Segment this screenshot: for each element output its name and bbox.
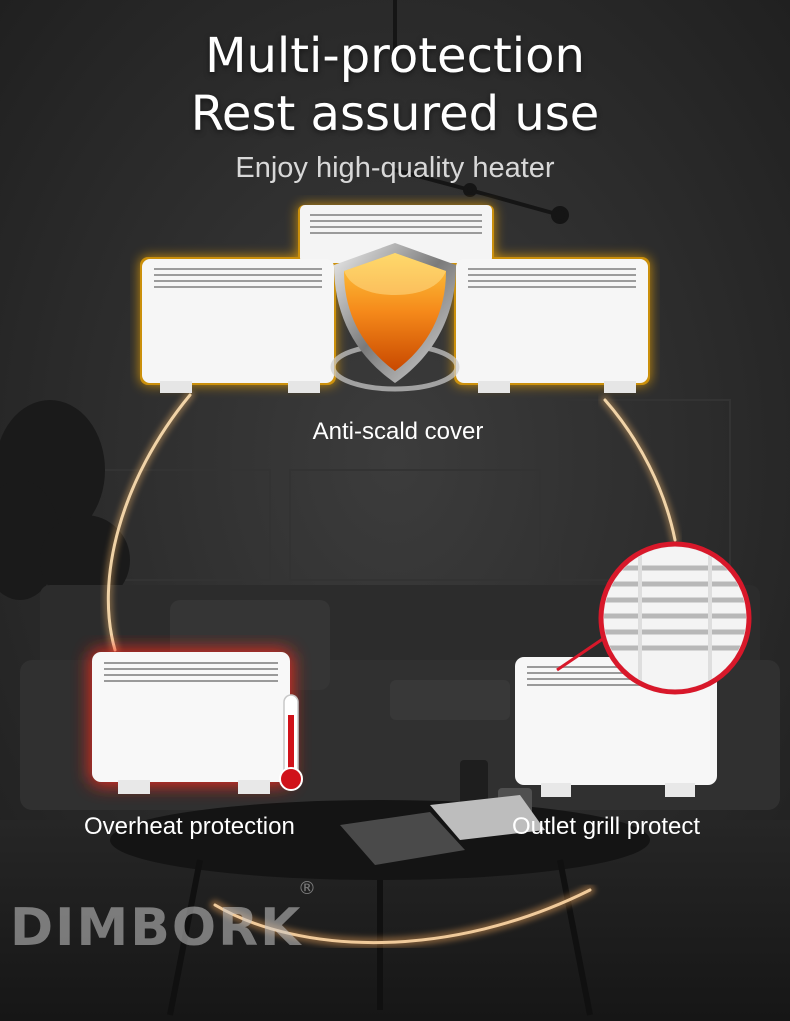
thermometer-icon <box>279 694 303 791</box>
registered-mark: ® <box>298 878 316 899</box>
zoom-magnifier-icon <box>598 541 752 695</box>
outlet-grill-heater <box>515 541 752 797</box>
overheat-caption: Overheat protection <box>84 813 295 840</box>
anti-scald-heater-group <box>140 205 650 393</box>
shield-icon <box>330 243 460 392</box>
overheat-heater <box>90 650 303 794</box>
headline-line-2: Rest assured use <box>190 86 600 142</box>
headline-line-1: Multi-protection <box>205 28 585 84</box>
brand-logo: DIMBORK <box>10 898 303 958</box>
outlet-grill-caption: Outlet grill protect <box>512 813 701 840</box>
subtitle: Enjoy high-quality heater <box>235 152 555 184</box>
anti-scald-caption: Anti-scald cover <box>312 418 484 445</box>
